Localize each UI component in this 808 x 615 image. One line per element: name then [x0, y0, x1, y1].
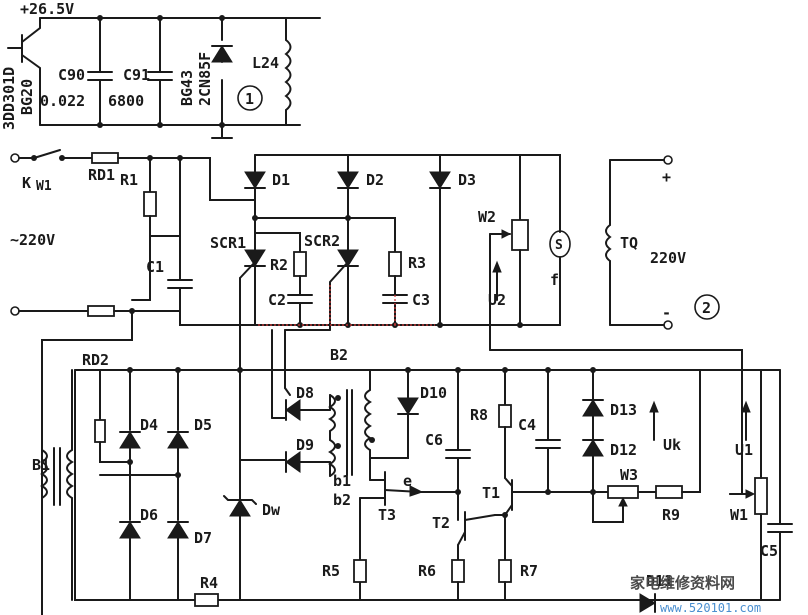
watermark-url: www.520101.com [660, 601, 761, 615]
label-d6: D6 [140, 506, 158, 524]
label-r4: R4 [200, 574, 218, 592]
label-motor: S [555, 238, 563, 253]
label-transistor-bg20: BG20 [18, 79, 36, 115]
label-c2: C2 [268, 291, 286, 309]
label-dw: Dw [262, 501, 281, 519]
label-transistor-top: 3DD301D [0, 67, 18, 130]
label-d4: D4 [140, 416, 158, 434]
label-r9: R9 [662, 506, 680, 524]
label-tq-voltage: 220V [650, 249, 686, 267]
label-node-2: 2 [702, 299, 711, 317]
label-f: f [550, 271, 559, 289]
label-d8: D8 [296, 384, 314, 402]
label-d13: D13 [610, 401, 637, 419]
inset-circuit [7, 15, 321, 139]
label-w1-switch: W1 [36, 179, 52, 194]
label-c5: C5 [760, 542, 778, 560]
label-scr1: SCR1 [210, 234, 246, 252]
label-w2: W2 [478, 208, 496, 226]
label-w1: W1 [730, 506, 748, 524]
label-d9: D9 [296, 436, 314, 454]
label-r1: R1 [120, 171, 138, 189]
label-t1: T1 [482, 484, 500, 502]
label-w3: W3 [620, 466, 638, 484]
label-t3: T3 [378, 506, 396, 524]
label-k: K [22, 174, 31, 192]
label-c6: C6 [425, 431, 443, 449]
power-stage [10, 149, 720, 615]
label-rd1: RD1 [88, 166, 115, 184]
label-b1-pin: b1 [333, 472, 351, 490]
label-r6: R6 [418, 562, 436, 580]
watermark-text: 家电维修资料网 [630, 574, 735, 592]
label-d1: D1 [272, 171, 290, 189]
label-r8: R8 [470, 406, 488, 424]
label-minus: - [662, 304, 671, 322]
label-plus: + [662, 168, 671, 186]
label-l24: L24 [252, 54, 279, 72]
label-t2: T2 [432, 514, 450, 532]
label-bg43: BG43 [178, 70, 196, 106]
label-r5: R5 [322, 562, 340, 580]
label-d5: D5 [194, 416, 212, 434]
label-ac-input: ~220V [10, 231, 55, 249]
label-e-pin: e [403, 472, 412, 490]
label-u2: U2 [488, 291, 506, 309]
label-c90-value: 0.022 [40, 92, 85, 110]
control-stage [40, 277, 793, 613]
label-c90: C90 [58, 66, 85, 84]
label-vplus: +26.5V [20, 0, 74, 18]
label-tq: TQ [620, 234, 638, 252]
label-b2: B2 [330, 346, 348, 364]
label-rd2: RD2 [82, 351, 109, 369]
label-uk: Uk [663, 436, 681, 454]
label-scr2: SCR2 [304, 232, 340, 250]
label-c4: C4 [518, 416, 536, 434]
label-2cn85f: 2CN85F [196, 52, 214, 106]
label-b2-pin: b2 [333, 491, 351, 509]
label-d2: D2 [366, 171, 384, 189]
label-d3: D3 [458, 171, 476, 189]
label-r2: R2 [270, 256, 288, 274]
label-c3: C3 [412, 291, 430, 309]
label-d7: D7 [194, 529, 212, 547]
label-d11: D11 [646, 572, 673, 590]
label-b1: B1 [32, 456, 50, 474]
label-c91: C91 [123, 66, 150, 84]
label-r3: R3 [408, 254, 426, 272]
label-d10: D10 [420, 384, 447, 402]
label-d12: D12 [610, 441, 637, 459]
label-u1: U1 [735, 441, 753, 459]
label-r7: R7 [520, 562, 538, 580]
label-node-1: 1 [245, 90, 254, 108]
label-c1: C1 [146, 258, 164, 276]
label-c91-value: 6800 [108, 92, 144, 110]
